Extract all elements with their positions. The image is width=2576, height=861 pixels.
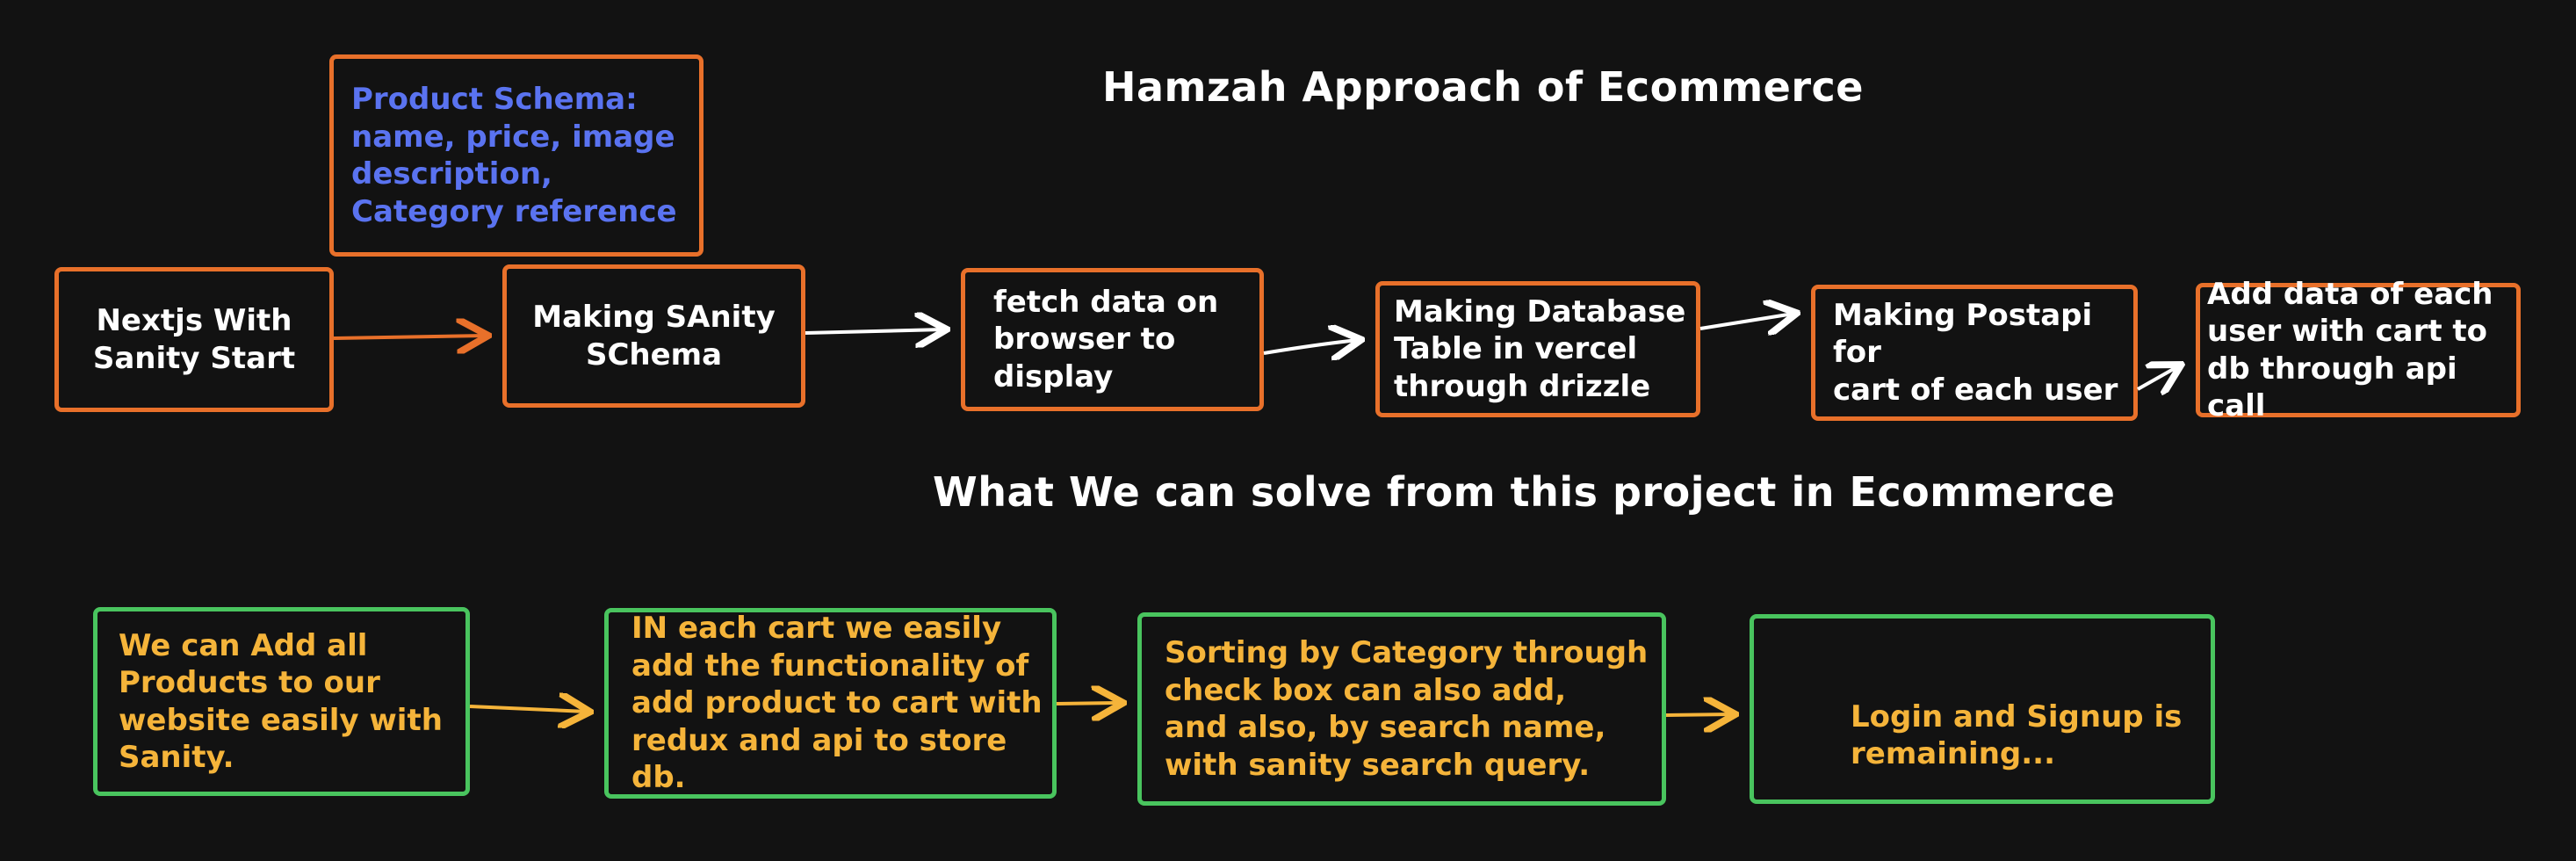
arrow-sorting-to-login <box>1665 714 1732 715</box>
flow-box-text: Making Postapi for cart of each user <box>1833 297 2118 408</box>
flow-box-fetch-data: fetch data on browser to display <box>961 268 1264 411</box>
solve-title: What We can solve from this project in E… <box>933 468 2116 516</box>
solve-box-text: Sorting by Category through check box ca… <box>1165 635 1649 783</box>
arrow-cart-to-sorting <box>1056 703 1120 704</box>
flow-box-add-data: Add data of each user with cart to db th… <box>2196 277 2521 423</box>
solve-box-text: Login and Signup is remaining... <box>1851 698 2183 772</box>
arrow-database-to-postapi <box>1699 314 1793 329</box>
product-schema-note: Product Schema: name, price, image descr… <box>329 54 704 257</box>
flow-box-text: Nextjs With Sanity Start <box>92 303 296 376</box>
solve-box-login-signup: Login and Signup is remaining... <box>1750 614 2215 804</box>
flow-box-nextjs-sanity: Nextjs With Sanity Start <box>54 267 334 412</box>
flow-box-database-table: Making Database Table in vercel through … <box>1375 281 1700 417</box>
flow-box-sanity-schema: Making SAnity SChema <box>502 264 805 408</box>
arrow-fetch-to-database <box>1263 340 1358 353</box>
flow-box-text: Making Database Table in vercel through … <box>1394 293 1686 404</box>
arrow-products-to-cart <box>469 706 587 712</box>
flow-box-text: Add data of each user with cart to db th… <box>2207 276 2493 424</box>
flow-box-postapi: Making Postapi for cart of each user <box>1811 285 2138 421</box>
arrow-postapi-to-adddata <box>2137 366 2178 389</box>
flow-box-text: Making SAnity SChema <box>532 300 776 373</box>
solve-box-add-products: We can Add all Products to our website e… <box>93 607 470 796</box>
approach-title: Hamzah Approach of Ecommerce <box>1102 63 1864 111</box>
solve-box-text: IN each cart we easily add the functiona… <box>631 611 1043 796</box>
flow-box-text: fetch data on browser to display <box>993 284 1219 394</box>
solve-box-text: We can Add all Products to our website e… <box>119 627 443 776</box>
product-schema-text: Product Schema: name, price, image descr… <box>351 82 677 229</box>
arrow-schema-to-fetch <box>805 329 943 333</box>
solve-box-sorting: Sorting by Category through check box ca… <box>1137 612 1666 806</box>
solve-box-cart-functionality: IN each cart we easily add the functiona… <box>604 608 1057 799</box>
arrow-nextjs-to-schema <box>333 336 485 338</box>
